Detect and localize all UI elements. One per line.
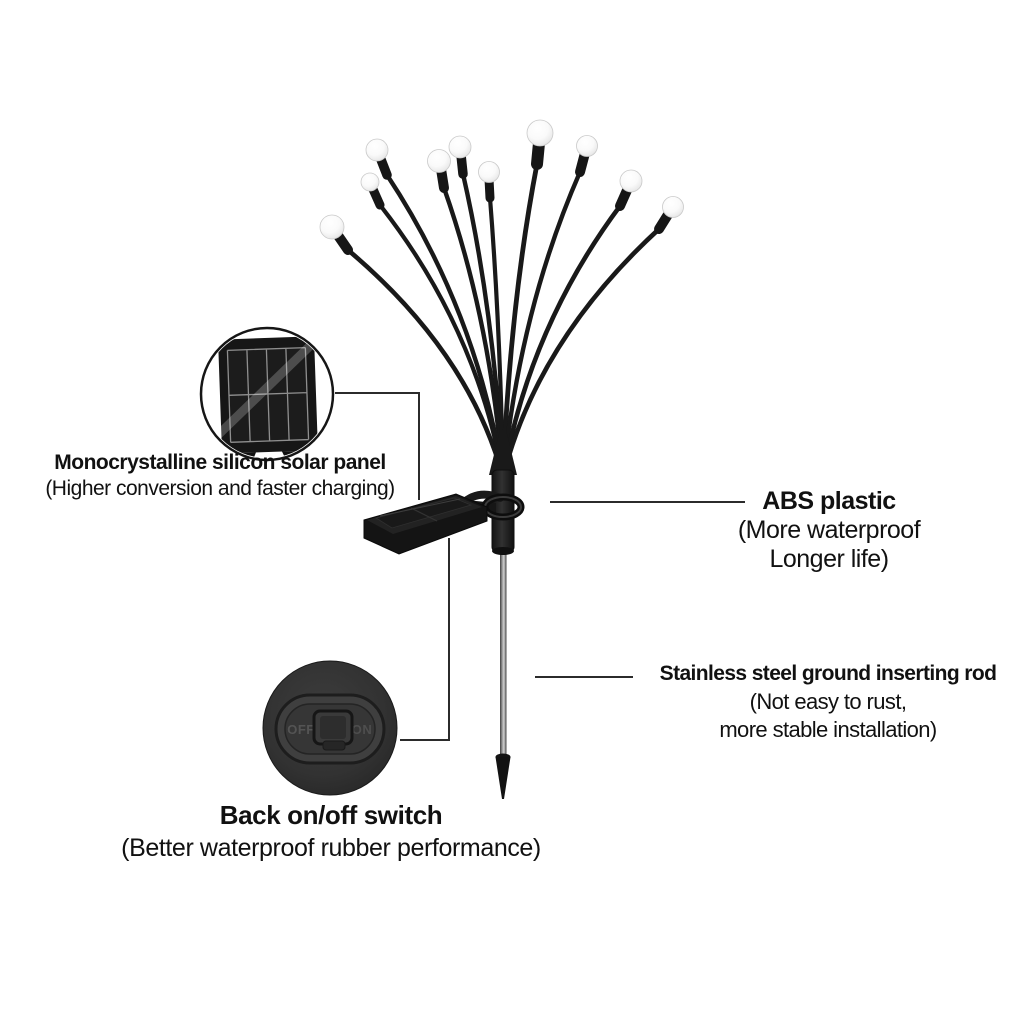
bulb	[360, 172, 380, 192]
annotation-solar-panel-subtitle: (Higher conversion and faster charging)	[45, 477, 395, 500]
annotation-solar-panel: Monocrystalline silicon solar panel (Hig…	[10, 450, 430, 502]
annotation-switch-title: Back on/off switch	[219, 800, 443, 830]
switch-on-label: ON	[352, 722, 373, 737]
bulb	[319, 214, 345, 240]
switch-off-label: OFF	[287, 722, 315, 737]
annotation-switch: Back on/off switch (Better waterproof ru…	[71, 799, 591, 865]
solar-cell-grid	[226, 346, 310, 443]
switch-detail-circle: OFF ON	[262, 660, 398, 796]
bulb	[576, 135, 598, 157]
light-bulbs	[319, 119, 684, 240]
bulb	[662, 196, 684, 218]
bulb	[365, 138, 389, 162]
solar-panel	[363, 493, 488, 555]
bulb	[448, 135, 472, 159]
annotation-ground-rod-title: Stainless steel ground inserting rod	[659, 662, 997, 685]
callout-line-solar-panel	[335, 392, 420, 500]
annotation-solar-panel-title: Monocrystalline silicon solar panel	[54, 451, 386, 474]
solar-panel-detail-circle	[199, 326, 335, 462]
stem-bundle	[489, 430, 517, 475]
bulb-sockets	[332, 137, 674, 255]
bulb	[526, 119, 554, 147]
bulb	[427, 149, 451, 173]
annotation-ground-rod-subtitle-2: more stable installation)	[719, 717, 937, 742]
annotation-ground-rod-subtitle-1: (Not easy to rust,	[749, 689, 907, 714]
annotation-abs-plastic-title: ABS plastic	[762, 487, 896, 515]
bulb	[478, 161, 500, 183]
annotation-ground-rod: Stainless steel ground inserting rod (No…	[626, 660, 1024, 744]
stake-tip	[495, 757, 511, 799]
annotation-abs-plastic-subtitle-1: (More waterproof	[737, 516, 921, 544]
glare-highlight	[219, 332, 319, 440]
annotation-switch-subtitle: (Better waterproof rubber performance)	[121, 834, 541, 862]
annotation-abs-plastic: ABS plastic (More waterproof Longer life…	[649, 487, 1009, 574]
annotation-abs-plastic-subtitle-2: Longer life)	[769, 545, 889, 573]
callout-line-switch	[400, 538, 450, 741]
callout-lines	[335, 392, 745, 741]
ground-stake	[495, 550, 511, 799]
bulb	[619, 169, 643, 193]
